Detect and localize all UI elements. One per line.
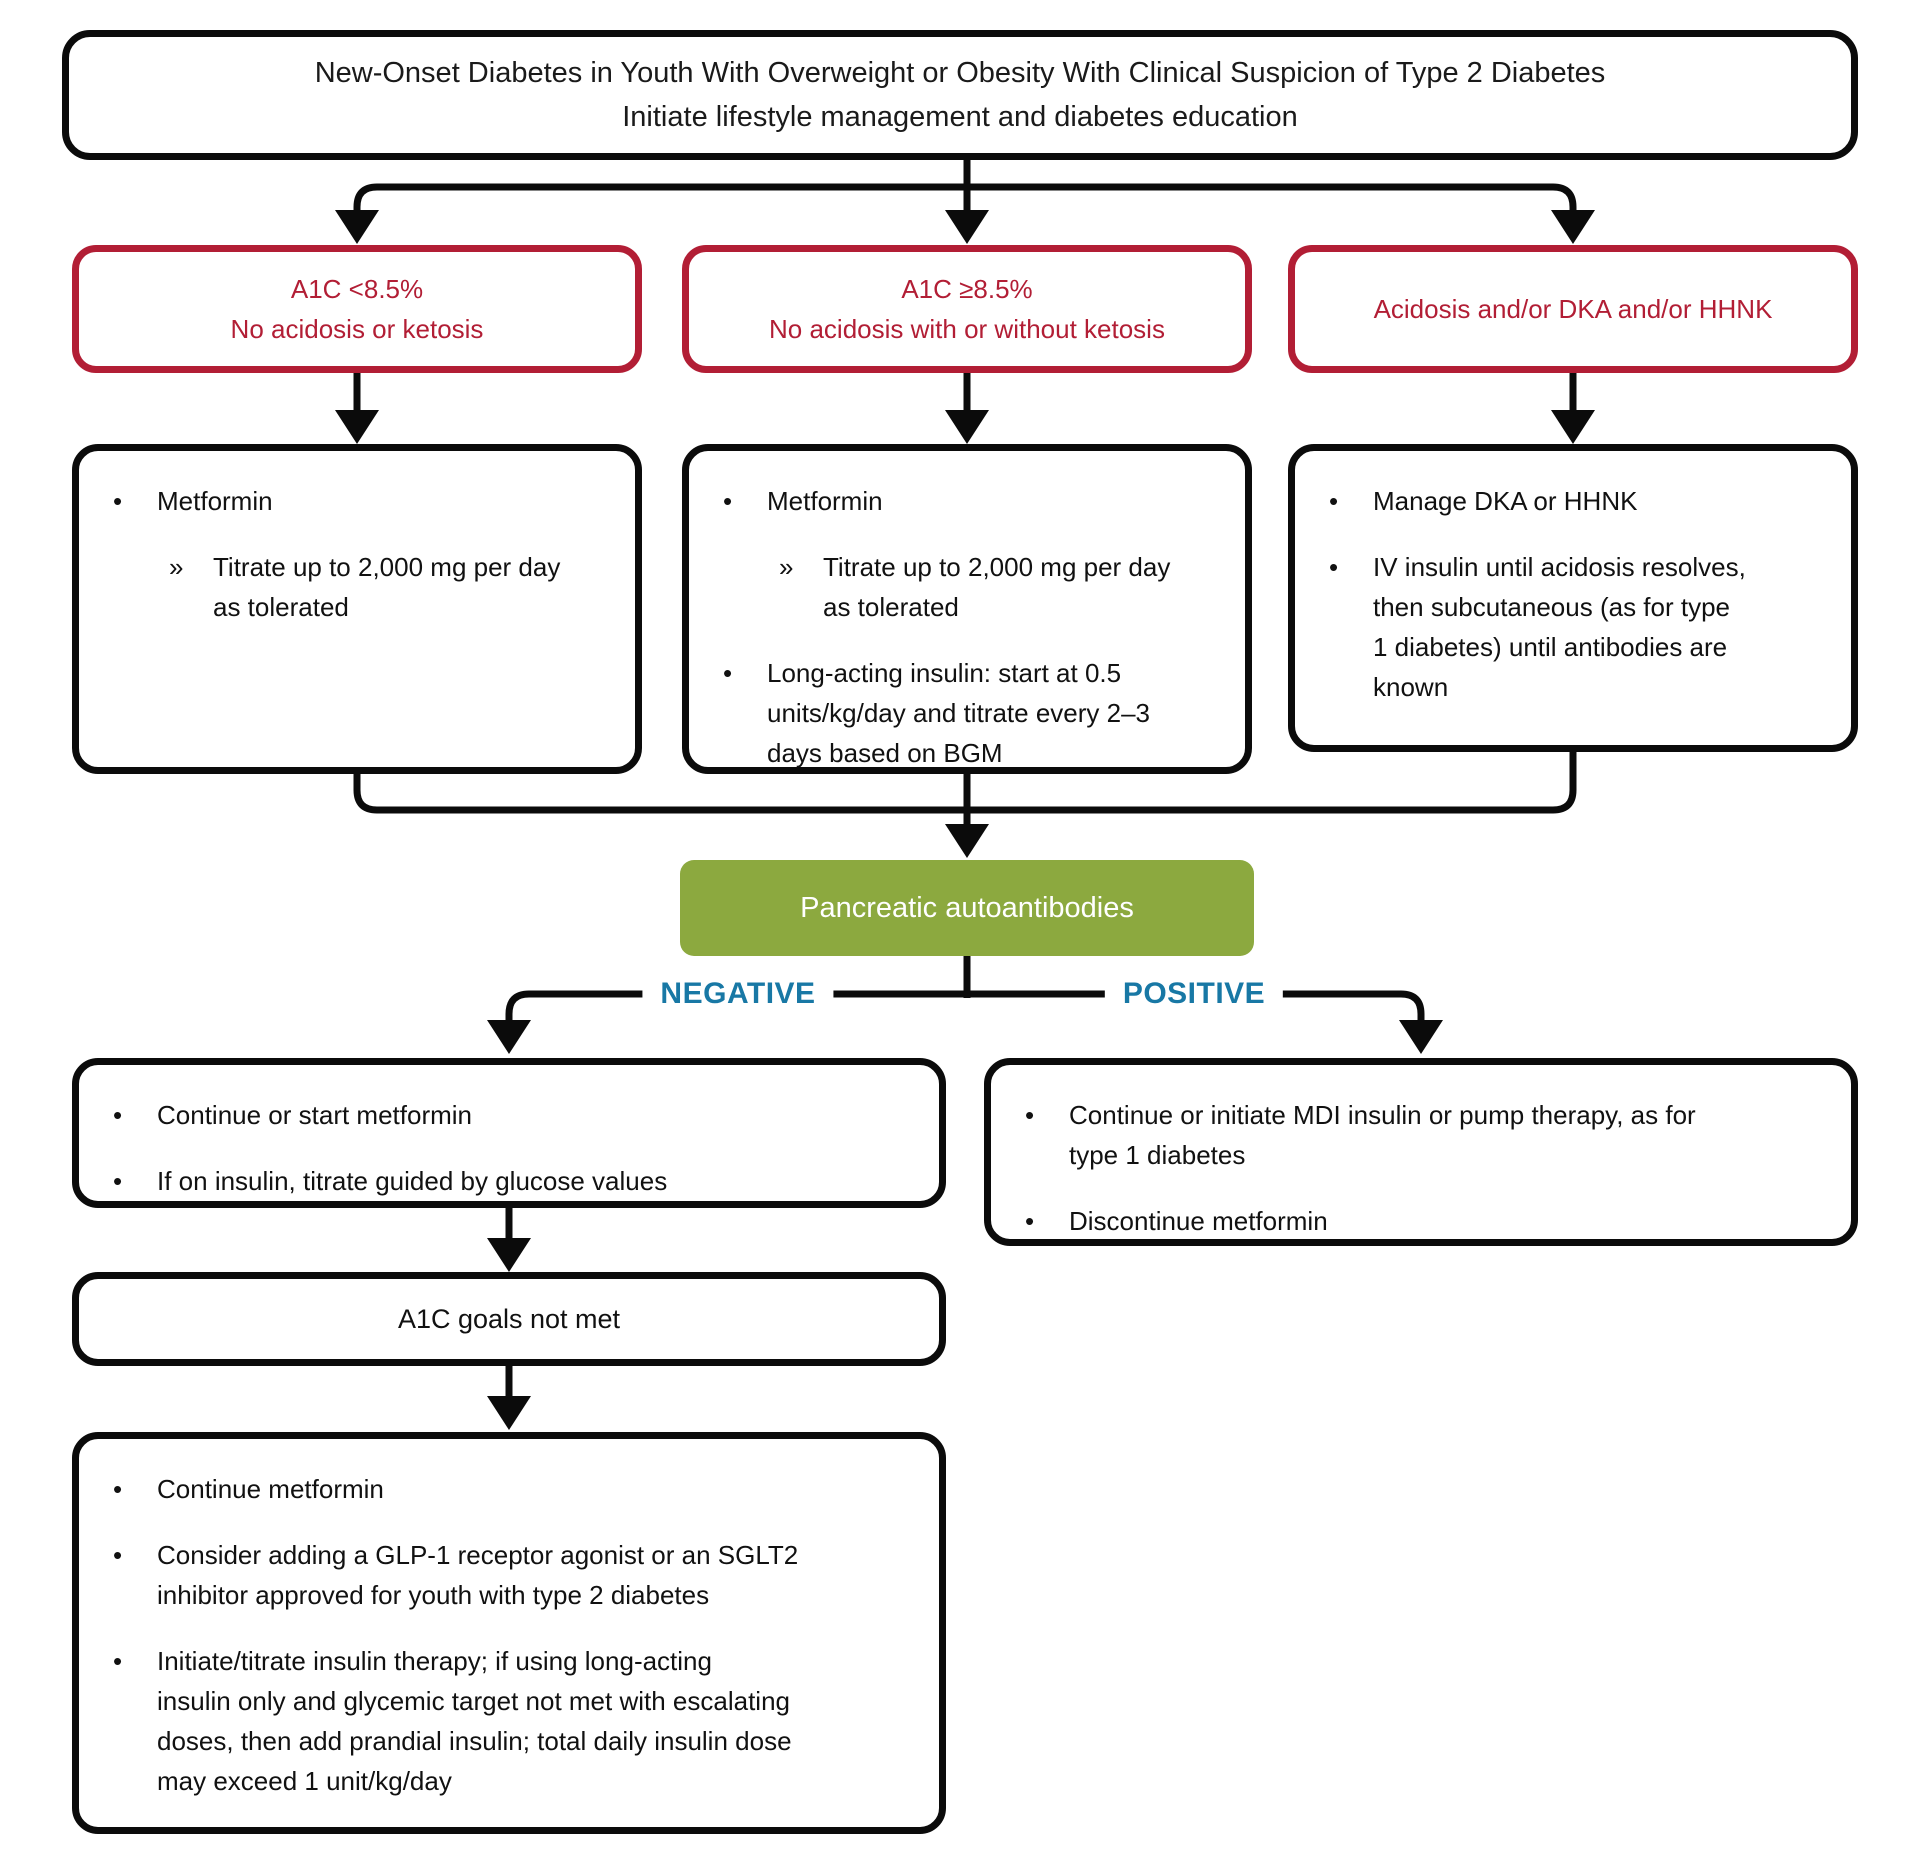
list-item-text: Titrate up to 2,000 mg per day as tolera…: [823, 552, 1171, 622]
list-item: Continue metformin: [113, 1469, 927, 1509]
sub-bullet-icon: [169, 547, 213, 627]
sub-bullet-icon: [779, 547, 823, 627]
arrow-down-icon: [487, 1396, 531, 1430]
bullet-icon: [1025, 1095, 1069, 1175]
bullet-icon: [1025, 1201, 1069, 1241]
list-item-text: Long-acting insulin: start at 0.5 units/…: [767, 658, 1151, 768]
arrow-down-icon: [487, 1238, 531, 1272]
bullet-icon: [1329, 481, 1373, 521]
bullet-icon: [113, 481, 157, 521]
arrow-down-icon: [1399, 1020, 1443, 1054]
title-line-2: Initiate lifestyle management and diabet…: [622, 101, 1298, 133]
treatment-box-dka: Manage DKA or HHNK IV insulin until acid…: [1288, 444, 1858, 752]
list-item-text: IV insulin until acidosis resolves, then…: [1373, 552, 1746, 702]
list-item: Continue or start metformin: [113, 1095, 927, 1135]
list-item-text: Continue or start metformin: [157, 1100, 473, 1130]
bullet-icon: [113, 1535, 157, 1615]
connector-line: [967, 990, 1425, 1022]
branch-label-negative: NEGATIVE: [642, 975, 834, 1013]
title-box: New-Onset Diabetes in Youth With Overwei…: [62, 30, 1858, 160]
list-item: Continue or initiate MDI insulin or pump…: [1025, 1095, 1839, 1175]
a1c-goal-box-label: A1C goals not met: [397, 1303, 621, 1334]
bullet-icon: [723, 653, 767, 773]
bullet-icon: [113, 1161, 157, 1201]
list-item: Consider adding a GLP-1 receptor agonist…: [113, 1535, 927, 1615]
list-item: Metformin: [113, 481, 623, 521]
treatment-box-metformin: Metformin Titrate up to 2,000 mg per day…: [72, 444, 642, 774]
criteria-line: Acidosis and/or DKA and/or HHNK: [1373, 294, 1773, 324]
arrow-down-icon: [335, 210, 379, 244]
connector-line: [967, 752, 1577, 814]
positive-result-box: Continue or initiate MDI insulin or pump…: [984, 1058, 1858, 1246]
list-item-text: Manage DKA or HHNK: [1373, 486, 1638, 516]
list-item: Initiate/titrate insulin therapy; if usi…: [113, 1641, 927, 1801]
list-item-text: Metformin: [767, 486, 883, 516]
a1c-goal-box: A1C goals not met: [72, 1272, 946, 1366]
bullet-icon: [723, 481, 767, 521]
arrow-down-icon: [1551, 410, 1595, 444]
connector-line: [353, 183, 967, 212]
criteria-line: A1C <8.5%: [290, 274, 424, 304]
list-item-text: Consider adding a GLP-1 receptor agonist…: [157, 1540, 799, 1610]
criteria-box-a1c-high: A1C ≥8.5% No acidosis with or without ke…: [682, 245, 1252, 373]
criteria-line: A1C ≥8.5%: [901, 274, 1033, 304]
connector-line: [353, 774, 967, 814]
bullet-icon: [113, 1095, 157, 1135]
list-item: IV insulin until acidosis resolves, then…: [1329, 547, 1839, 707]
arrow-down-icon: [1551, 210, 1595, 244]
negative-result-box: Continue or start metformin If on insuli…: [72, 1058, 946, 1208]
arrow-down-icon: [335, 410, 379, 444]
criteria-line: No acidosis with or without ketosis: [769, 314, 1165, 344]
antibody-box-label: Pancreatic autoantibodies: [800, 891, 1134, 924]
arrow-down-icon: [945, 210, 989, 244]
list-item-text: Initiate/titrate insulin therapy; if usi…: [157, 1646, 792, 1796]
criteria-box-acidosis: Acidosis and/or DKA and/or HHNK: [1288, 245, 1858, 373]
list-item-text: Discontinue metformin: [1069, 1206, 1328, 1236]
list-item-text: If on insulin, titrate guided by glucose…: [157, 1166, 668, 1196]
list-item: Manage DKA or HHNK: [1329, 481, 1839, 521]
list-item-text: Continue metformin: [157, 1474, 384, 1504]
antibody-box: Pancreatic autoantibodies: [680, 860, 1254, 956]
list-item: Long-acting insulin: start at 0.5 units/…: [723, 653, 1233, 773]
list-item-text: Continue or initiate MDI insulin or pump…: [1069, 1100, 1696, 1170]
list-item: Metformin: [723, 481, 1233, 521]
list-item: Titrate up to 2,000 mg per day as tolera…: [779, 547, 1233, 627]
arrow-down-icon: [487, 1020, 531, 1054]
connector-line: [967, 183, 1577, 212]
branch-label-positive: POSITIVE: [1104, 975, 1284, 1013]
arrow-down-icon: [945, 410, 989, 444]
list-item-text: Metformin: [157, 486, 273, 516]
title-line-1: New-Onset Diabetes in Youth With Overwei…: [314, 57, 1606, 89]
arrow-down-icon: [945, 824, 989, 858]
criteria-line: No acidosis or ketosis: [230, 314, 484, 344]
escalation-box: Continue metformin Consider adding a GLP…: [72, 1432, 946, 1834]
list-item: If on insulin, titrate guided by glucose…: [113, 1161, 927, 1201]
connector-line: [505, 990, 967, 1022]
list-item-text: Titrate up to 2,000 mg per day as tolera…: [213, 552, 561, 622]
bullet-icon: [1329, 547, 1373, 707]
list-item: Discontinue metformin: [1025, 1201, 1839, 1241]
bullet-icon: [113, 1641, 157, 1801]
bullet-icon: [113, 1469, 157, 1509]
criteria-box-a1c-low: A1C <8.5% No acidosis or ketosis: [72, 245, 642, 373]
list-item: Titrate up to 2,000 mg per day as tolera…: [169, 547, 623, 627]
treatment-box-metformin-insulin: Metformin Titrate up to 2,000 mg per day…: [682, 444, 1252, 774]
